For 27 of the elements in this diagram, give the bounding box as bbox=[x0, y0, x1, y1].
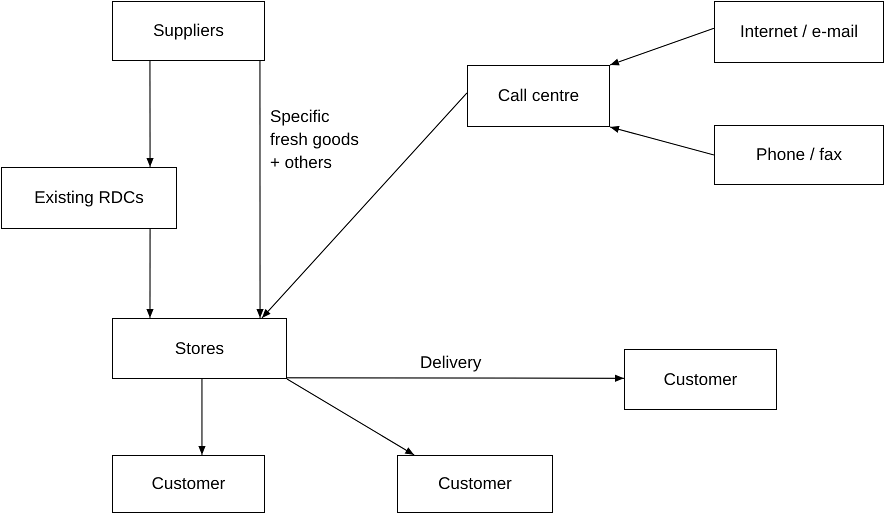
arrow bbox=[610, 28, 714, 66]
arrow bbox=[262, 92, 468, 318]
process-box bbox=[624, 349, 777, 410]
arrow bbox=[146, 229, 154, 318]
arrow bbox=[198, 379, 206, 455]
process-box bbox=[112, 455, 265, 513]
box-label: Customer bbox=[664, 368, 738, 390]
process-box bbox=[714, 125, 884, 185]
arrow bbox=[287, 374, 624, 382]
process-box bbox=[714, 1, 884, 63]
process-box bbox=[112, 318, 287, 379]
box-label: Phone / fax bbox=[756, 144, 842, 166]
box-label: Customer bbox=[438, 473, 512, 495]
arrow bbox=[610, 126, 714, 156]
box-label: Stores bbox=[174, 338, 224, 360]
box-label: Customer bbox=[152, 473, 226, 495]
process-box bbox=[112, 1, 265, 61]
box-label: Suppliers bbox=[153, 20, 224, 42]
process-box bbox=[467, 65, 610, 127]
box-label: Internet / e-mail bbox=[740, 21, 858, 43]
arrow bbox=[256, 61, 264, 318]
process-box bbox=[1, 167, 177, 229]
process-box bbox=[397, 455, 553, 513]
box-label: Existing RDCs bbox=[34, 187, 144, 209]
arrow bbox=[286, 378, 414, 456]
box-label: Call centre bbox=[498, 85, 580, 107]
arrow bbox=[146, 61, 154, 167]
